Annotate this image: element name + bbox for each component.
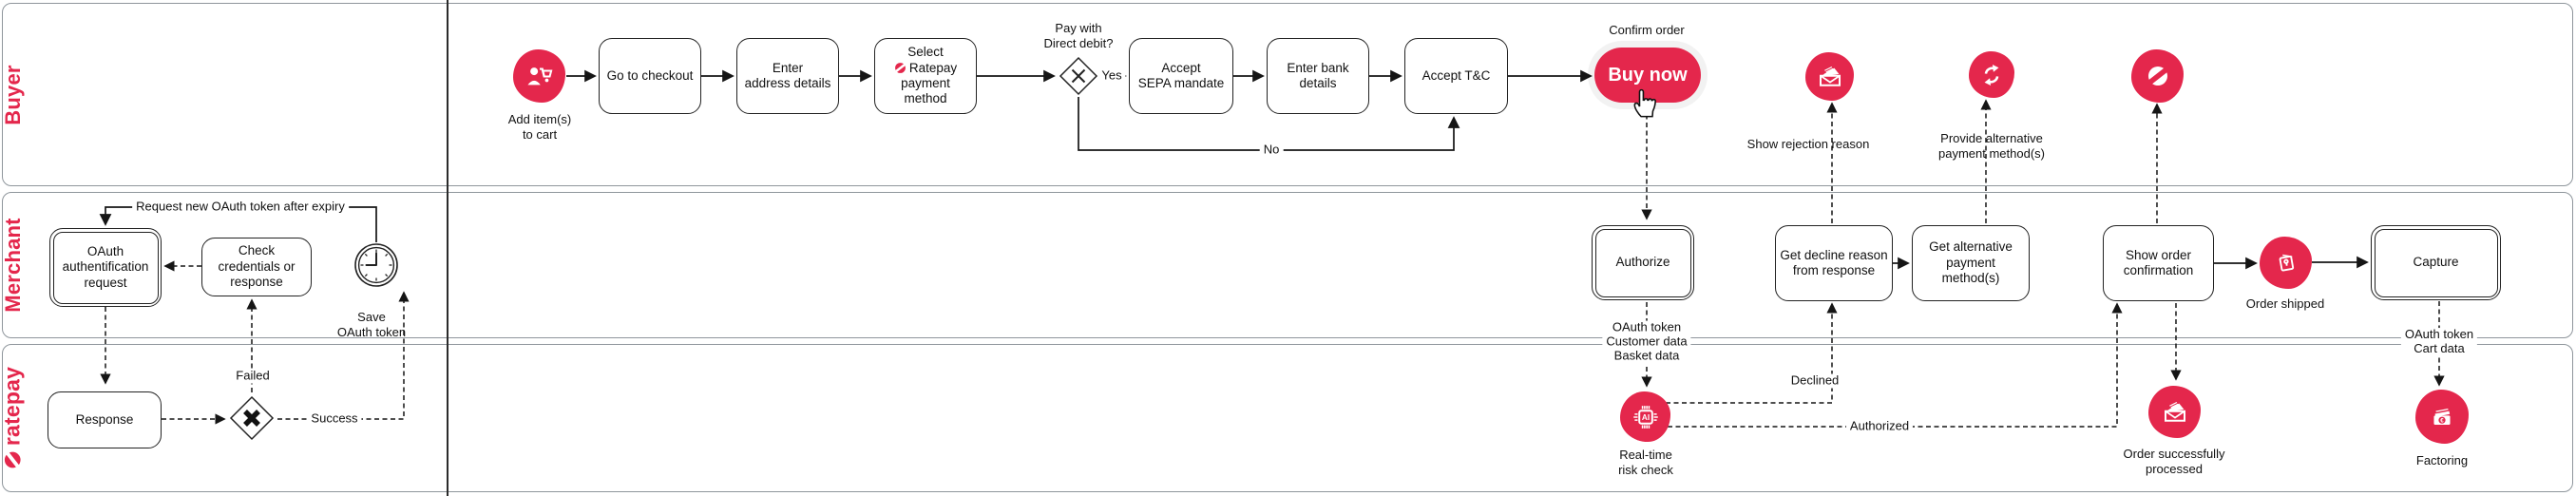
ai-chip-icon: AI	[1632, 405, 1658, 429]
task-enter-address: Enter address details	[736, 38, 839, 114]
event-alternative-payment	[1969, 51, 2014, 98]
task-oauth-request: OAuth authentification request	[49, 228, 162, 307]
provide-alt-label: Provide alternative payment method(s)	[1938, 131, 2045, 161]
task-accept-tnc: Accept T&C	[1404, 38, 1508, 114]
svg-text:€: €	[2440, 417, 2444, 424]
task-show-order-confirmation: Show order confirmation	[2103, 225, 2214, 301]
task-enter-bank-details: Enter bank details	[1267, 38, 1369, 114]
event-factoring: €	[2415, 390, 2469, 444]
buy-now-button: Buy now	[1594, 48, 1701, 103]
task-response: Response	[48, 391, 162, 448]
edge-label-capture-data: OAuth token Cart data	[2400, 327, 2478, 356]
edge-label-declined: Declined	[1786, 373, 1843, 389]
timer-event-save-token	[353, 242, 399, 293]
gateway-x-bold-icon	[229, 395, 275, 441]
ratepay-logo-icon	[4, 450, 21, 469]
event-order-shipped	[2260, 237, 2312, 289]
confirm-order-label: Confirm order	[1609, 23, 1685, 37]
risk-check-label: Real-time risk check	[1618, 448, 1673, 477]
envelope-icon	[1819, 66, 1841, 86]
edge-label-yes: Yes	[1097, 68, 1126, 84]
event-order-processed	[2148, 386, 2201, 438]
package-icon	[2279, 254, 2294, 271]
envelope-icon	[2164, 401, 2185, 422]
task-check-credentials: Check credentials or response	[201, 238, 312, 296]
edge-label-success: Success	[307, 411, 362, 427]
gateway-result	[228, 394, 276, 447]
event-show-rejection	[1805, 52, 1854, 101]
gateway-direct-debit-label: Pay with Direct debit?	[1043, 21, 1114, 50]
task-select-ratepay: Select Ratepay payment method	[874, 38, 977, 114]
start-event-label: Add item(s) to cart	[507, 112, 572, 142]
refresh-icon	[1984, 64, 1999, 86]
task-authorize: Authorize	[1592, 225, 1694, 300]
event-ratepay-brand	[2131, 49, 2184, 103]
task-go-to-checkout: Go to checkout	[599, 38, 701, 114]
edge-label-request-token: Request new OAuth token after expiry	[132, 200, 349, 215]
task-accept-sepa: Accept SEPA mandate	[1129, 38, 1233, 114]
svg-text:AI: AI	[1641, 413, 1649, 422]
order-shipped-label: Order shipped	[2245, 296, 2325, 311]
edge-label-authorized: Authorized	[1845, 419, 1914, 434]
edge-label-auth-data: OAuth token Customer data Basket data	[1602, 320, 1691, 364]
clock-icon	[354, 243, 398, 287]
start-event-add-to-cart	[513, 49, 565, 103]
cart-icon	[526, 67, 552, 86]
lane-ratepay-label: ratepay	[0, 347, 28, 489]
save-token-label: Save OAuth token	[336, 310, 407, 339]
task-capture: Capture	[2371, 225, 2501, 300]
gateway-direct-debit	[1058, 55, 1099, 102]
phase-divider	[447, 0, 448, 496]
ratepay-mark-white-icon	[2144, 64, 2172, 88]
order-processed-label: Order successfully processed	[2123, 447, 2225, 476]
event-risk-check: AI	[1620, 391, 1670, 442]
gateway-x-icon	[1059, 56, 1098, 96]
banknote-icon: €	[2433, 408, 2451, 425]
task-get-decline-reason: Get decline reason from response	[1775, 225, 1893, 301]
lane-ratepay: ratepay	[0, 344, 2573, 492]
edge-label-no: No	[1259, 143, 1284, 158]
ratepay-mark-icon	[894, 63, 906, 74]
task-get-alternative-payment: Get alternative payment method(s)	[1912, 225, 2030, 301]
show-rejection-label: Show rejection reason	[1746, 137, 1870, 151]
edge-label-failed: Failed	[232, 369, 274, 384]
factoring-label: Factoring	[2415, 453, 2469, 467]
cursor-hand-icon	[1633, 88, 1656, 118]
